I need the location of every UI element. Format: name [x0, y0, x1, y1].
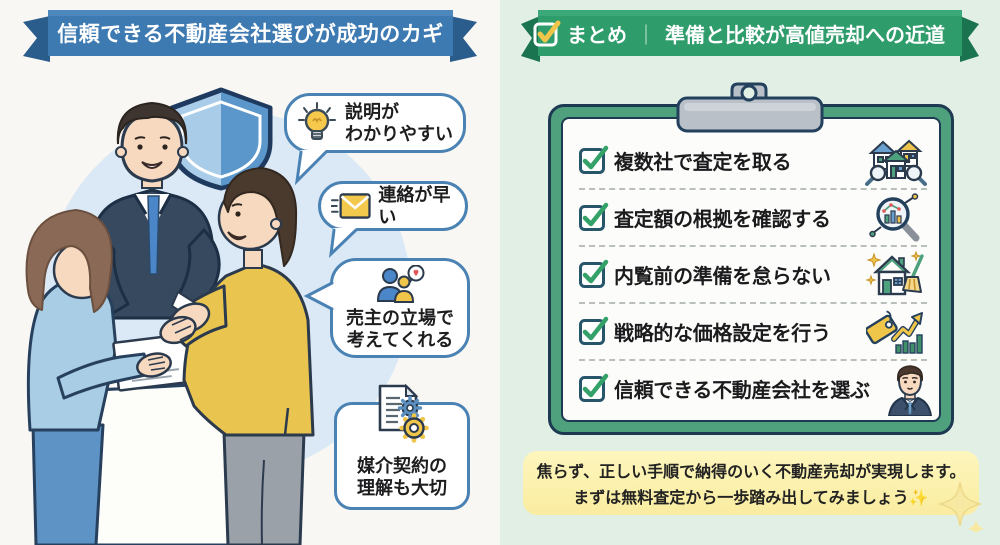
lightbulb-icon — [298, 102, 336, 140]
houses-appraisal-icon — [865, 139, 927, 186]
checkbox-icon — [579, 145, 609, 174]
bubble1-line2: わかりやすい — [345, 124, 453, 144]
checklist-item-label: 内覧前の準備を怠らない — [614, 266, 831, 288]
bubble2-text: 連絡が早い — [378, 185, 451, 227]
checkbox-check-icon — [533, 20, 561, 46]
right-banner-title: まとめ ｜ 準備と比較が高値売却への近道 — [518, 10, 960, 56]
seller-woman-figure — [25, 209, 118, 545]
magnifier-chart-icon — [869, 192, 920, 241]
checklist-item-label: 戦略的な価格設定を行う — [614, 323, 831, 345]
checklist-item-label: 複数社で査定を取る — [614, 152, 792, 174]
sparkle-icon — [937, 481, 984, 533]
bubble-clear-explanation: 説明が わかりやすい — [284, 93, 466, 153]
gear-large — [399, 413, 429, 443]
bubble3-line1: 売主の立場で — [346, 308, 454, 328]
gear-small — [397, 395, 423, 421]
checklist-item-2: 査定額の根拠を確認する — [579, 188, 927, 245]
handshake-hands — [159, 290, 211, 345]
bubble-seller-perspective: 売主の立場で 考えてくれる — [330, 258, 470, 358]
agent-avatar-icon — [887, 364, 932, 416]
banner-badge-label: まとめ — [567, 24, 627, 47]
footer-line2: まずは無料査定から一歩踏み出してみましょう✨ — [573, 490, 929, 507]
checklist-clipboard: 複数社で査定を取る — [548, 104, 954, 435]
green-ribbon-banner — [521, 10, 979, 62]
seller-woman-hand — [56, 352, 172, 400]
right-panel: まとめ ｜ 準備と比較が高値売却への近道 複数社で査定を取る — [500, 0, 1000, 545]
checkbox-icon — [579, 202, 609, 231]
checklist-item-1: 複数社で査定を取る — [579, 133, 927, 188]
banner-headline: 準備と比較が高値売却への近道 — [665, 24, 945, 47]
checkbox-icon — [579, 316, 609, 345]
checklist: 複数社で査定を取る — [561, 117, 941, 422]
people-heart-icon — [376, 265, 425, 303]
checklist-item-4: 戦略的な価格設定を行う — [579, 302, 927, 359]
footer-note: 焦らず、正しい手順で納得のいく不動産売却が実現します。 まずは無料査定から一歩踏… — [523, 451, 979, 515]
magnifier-left — [865, 164, 887, 186]
checklist-item-label: 査定額の根拠を確認する — [614, 209, 831, 231]
clipboard-clip — [676, 82, 824, 133]
checklist-item-3: 内覧前の準備を怠らない — [579, 245, 927, 302]
bubble-fast-contact: 連絡が早い — [318, 181, 468, 231]
handshake-illustration — [25, 87, 411, 545]
bubble3-tail — [303, 281, 334, 311]
bubble3-line2: 考えてくれる — [346, 330, 454, 350]
bubble1-line1: 説明が — [345, 102, 399, 122]
checkbox-icon — [579, 259, 609, 288]
mail-icon — [331, 193, 371, 219]
bubble4-line2: 理解も大切 — [357, 478, 447, 498]
checkbox-icon — [579, 373, 609, 402]
price-tag-graph-icon — [866, 310, 923, 354]
blue-ribbon-banner — [23, 10, 477, 62]
footer-line1: 焦らず、正しい手順で納得のいく不動産売却が実現します。 — [536, 464, 966, 481]
banner-divider: ｜ — [636, 24, 656, 47]
house-cleaning-icon — [866, 249, 924, 295]
left-panel: 信頼できる不動産会社選びが成功のカギ — [23, 10, 477, 545]
bubble4-line1: 媒介契約の — [357, 456, 447, 476]
checklist-item-5: 信頼できる不動産会社を選ぶ — [579, 359, 932, 416]
bubble1-tail — [294, 150, 328, 186]
contract-gears-icon — [378, 384, 429, 443]
left-banner-title: 信頼できる不動産会社選びが成功のカギ — [57, 23, 444, 46]
magnifier-right — [905, 164, 927, 186]
bubble2-tail — [328, 228, 358, 259]
checklist-item-label: 信頼できる不動産会社を選ぶ — [614, 380, 870, 402]
